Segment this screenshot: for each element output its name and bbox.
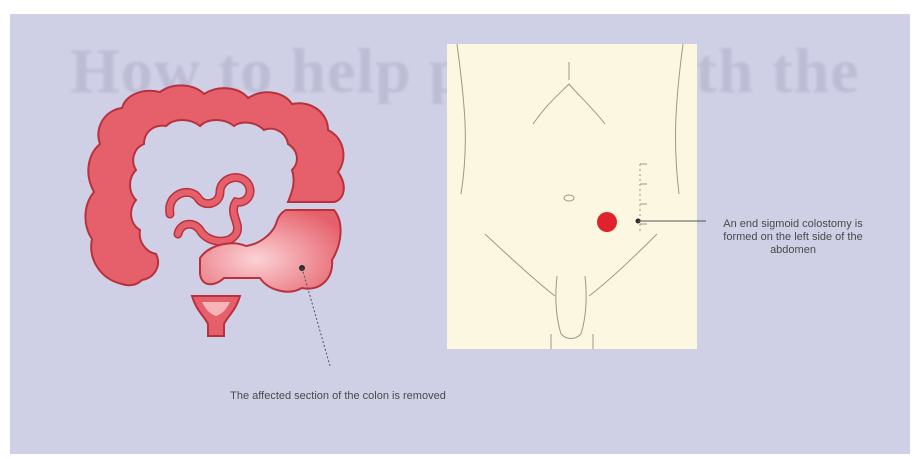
figure-panel: How to help people with the (10, 14, 910, 454)
affected-section-label: The affected section of the colon is rem… (228, 390, 448, 403)
colostomy-label: An end sigmoid colostomy is formed on th… (708, 218, 878, 257)
affected-leader-line (302, 268, 330, 366)
